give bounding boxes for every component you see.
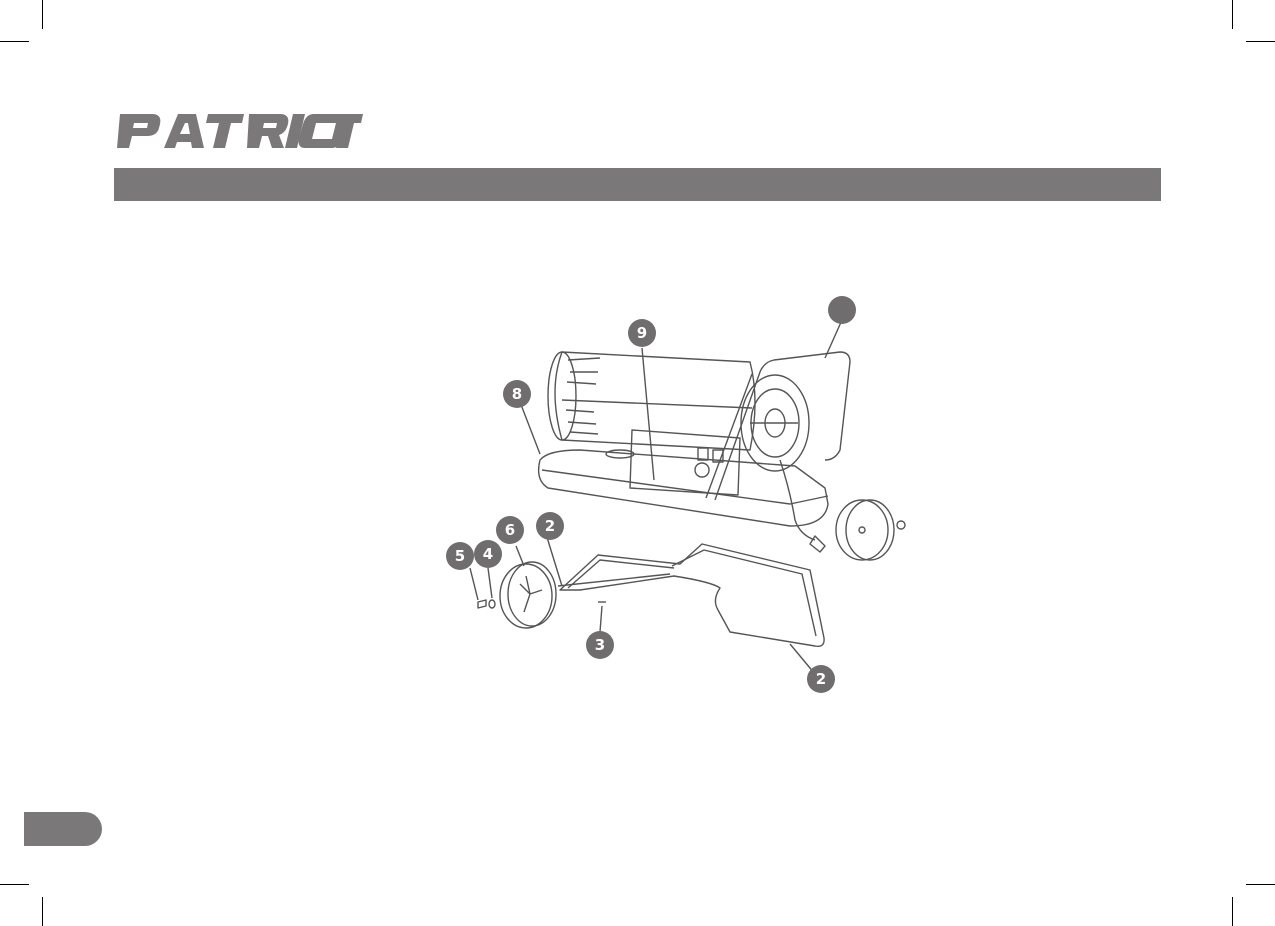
crop-mark [0,41,29,42]
crop-mark [0,884,29,885]
crop-mark [42,897,43,926]
callout-8: 8 [503,380,531,408]
crop-mark [1246,41,1275,42]
control-panel [630,430,740,495]
crop-mark [1246,884,1275,885]
svg-text:6: 6 [505,521,515,539]
callout-2-frame: 2 [807,665,835,693]
brand-logo [112,108,367,154]
heater-cylinder-end [548,352,576,440]
assembly-diagram: 9 8 6 2 4 5 3 2 [430,290,930,700]
page-number-tab [24,812,102,846]
wheel-right [836,500,888,560]
crop-mark [1232,897,1233,926]
crop-mark [42,0,43,29]
fuel-tank [539,450,828,526]
callout-5: 5 [446,542,474,570]
callout-2-axle: 2 [536,512,564,540]
svg-text:8: 8 [512,385,522,403]
callout-9: 9 [628,319,656,347]
callout-6: 6 [496,516,524,544]
callout-4: 4 [474,540,502,568]
svg-text:2: 2 [816,670,826,688]
bolt [478,600,486,608]
section-header-bar [114,168,1161,201]
svg-text:5: 5 [455,547,465,565]
washer [489,600,495,608]
svg-text:3: 3 [595,636,605,654]
svg-text:9: 9 [637,324,647,342]
rear-handle [715,352,850,500]
crop-mark [1232,0,1233,29]
svg-text:2: 2 [545,517,555,535]
svg-text:4: 4 [483,545,493,563]
callout-top-right [828,296,856,324]
callout-3: 3 [586,631,614,659]
